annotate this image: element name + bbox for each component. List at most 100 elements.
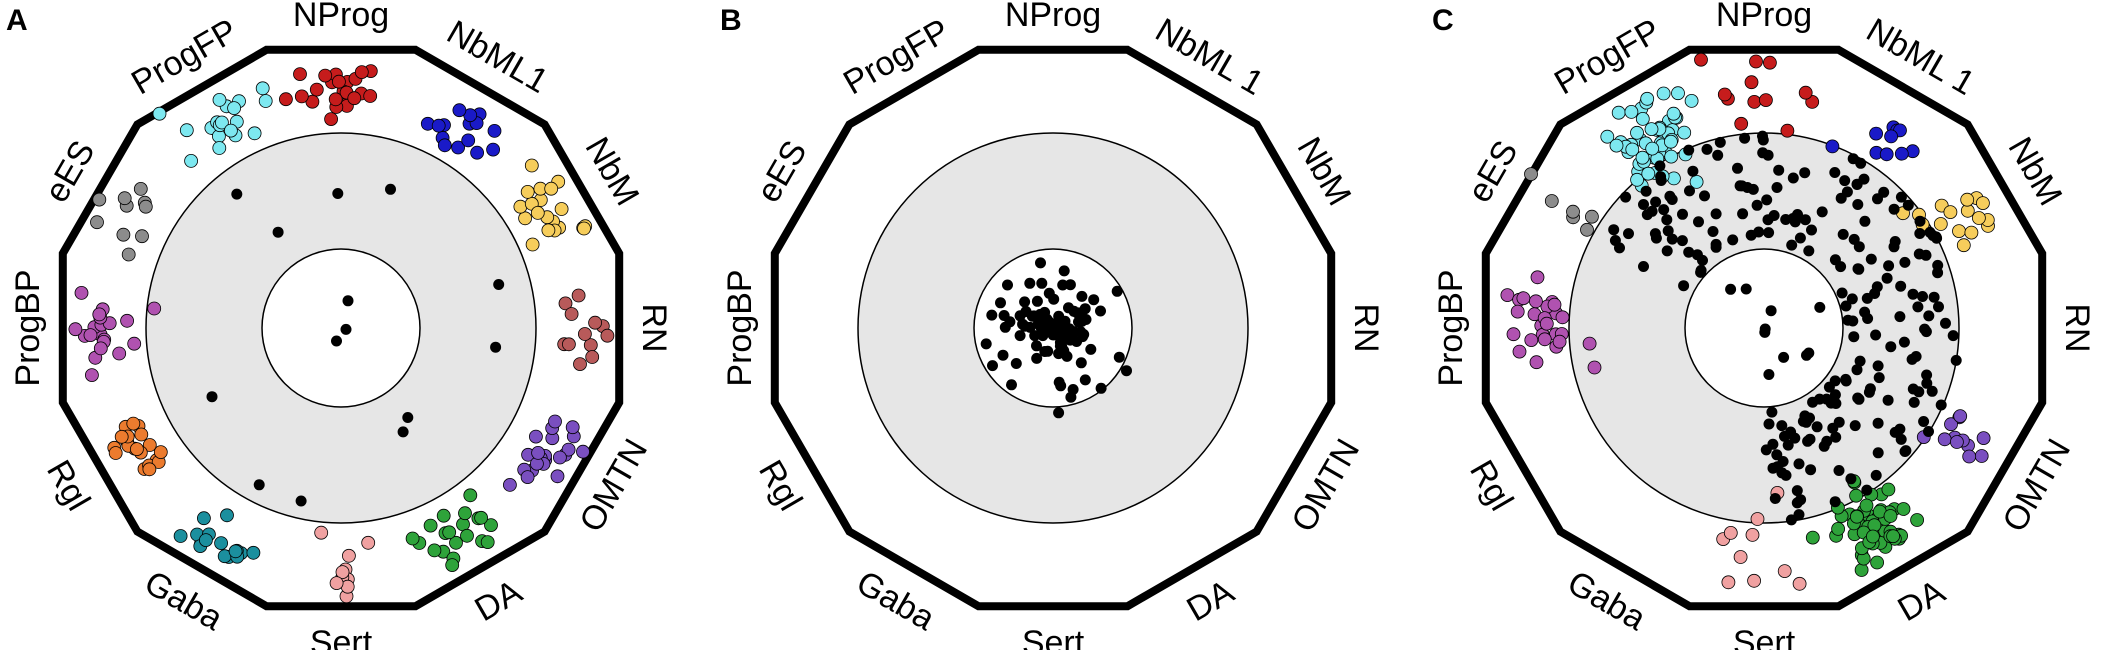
data-point-center <box>1848 331 1860 343</box>
data-point-center <box>1113 351 1125 363</box>
data-point-center <box>1763 227 1775 239</box>
data-point-center <box>1684 185 1695 197</box>
data-point-center <box>1766 406 1778 418</box>
data-point-nprog <box>1717 87 1732 102</box>
data-point-center <box>1791 485 1803 497</box>
data-point-center <box>1791 497 1803 509</box>
data-point-center <box>1894 311 1906 323</box>
data-point-da <box>1850 509 1864 524</box>
data-point-center <box>1039 346 1051 357</box>
data-point-center <box>1803 245 1815 257</box>
data-point-center <box>1047 329 1059 341</box>
data-point-da <box>1910 513 1924 527</box>
data-point-center <box>1031 340 1042 352</box>
data-point-center <box>1763 418 1775 430</box>
data-point-center <box>1053 348 1065 360</box>
radar-outline <box>1481 45 2047 611</box>
data-point-center <box>1071 336 1083 347</box>
data-point-center <box>1739 132 1751 144</box>
data-point-center <box>1067 384 1079 395</box>
data-point-center <box>1650 196 1662 208</box>
axis-label-nbml1: NbML 1 <box>1860 11 1981 103</box>
data-point-center <box>1806 224 1817 236</box>
axis-label-rn: RN <box>635 303 673 352</box>
data-point-center <box>1075 357 1087 369</box>
data-point-ees <box>121 247 136 262</box>
data-point-progfp <box>1635 112 1650 126</box>
data-point-center <box>1919 323 1931 335</box>
data-point-progfp <box>247 126 262 141</box>
data-point-omtn <box>529 429 543 444</box>
data-point-progbp <box>1529 355 1544 370</box>
data-point-ees <box>1580 222 1594 237</box>
data-point-center <box>1787 213 1799 224</box>
axis-label-rgl: Rgl <box>751 454 809 517</box>
data-point-center <box>1031 295 1043 307</box>
axis-label-rn: RN <box>2058 303 2096 352</box>
data-point-da <box>484 518 498 532</box>
data-point-center <box>1765 305 1777 317</box>
data-point-center <box>1064 279 1076 291</box>
data-point-center <box>1852 199 1864 210</box>
data-point-rgl <box>129 442 144 457</box>
data-point-nprog <box>1763 55 1777 70</box>
data-point-center <box>1906 353 1918 365</box>
data-point-omtn <box>1953 409 1968 424</box>
data-point-center <box>1640 185 1652 197</box>
data-point-center <box>1085 343 1097 355</box>
data-point-center <box>1111 285 1123 297</box>
axis-label-nbml1: NbML 1 <box>1149 11 1270 103</box>
data-point-center <box>1864 383 1876 395</box>
data-point-center <box>1811 421 1823 433</box>
data-point-nprog <box>309 82 324 97</box>
data-point-nbm <box>524 158 539 173</box>
data-point-progbp <box>92 307 107 322</box>
data-point-center <box>1861 484 1873 496</box>
axis-label-omtn: OMTN <box>1995 433 2078 539</box>
data-point-progbp <box>147 301 162 316</box>
data-point-progfp <box>212 93 227 107</box>
data-point-center <box>1695 264 1707 276</box>
data-point-center <box>1019 320 1031 332</box>
data-point-center <box>342 295 354 307</box>
data-point-da <box>427 543 442 558</box>
data-point-center <box>1655 171 1667 183</box>
data-point-center <box>1763 369 1775 380</box>
data-point-nbm <box>1933 217 1948 231</box>
data-point-nbml1 <box>1879 147 1894 162</box>
data-point-center <box>1829 375 1841 387</box>
data-point-center <box>1849 420 1861 432</box>
axis-label-da: DA <box>1181 572 1241 629</box>
data-point-center <box>1907 383 1919 395</box>
data-point-progfp <box>223 123 238 138</box>
data-point-nbml1 <box>487 123 502 138</box>
data-point-progbp <box>74 285 89 300</box>
data-point-center <box>1950 354 1962 366</box>
data-point-center <box>1872 360 1884 372</box>
data-point-center <box>1907 288 1919 300</box>
data-point-rgl <box>126 416 141 431</box>
data-point-progbp <box>1587 360 1602 375</box>
data-point-center <box>1888 203 1900 215</box>
data-point-da <box>1886 529 1900 544</box>
data-point-center <box>1872 447 1884 459</box>
data-point-center <box>1854 355 1866 367</box>
data-point-center <box>1691 249 1703 261</box>
data-point-da <box>1870 555 1884 570</box>
data-point-center <box>1121 365 1132 377</box>
data-point-progfp <box>1664 134 1678 149</box>
data-point-rn <box>562 337 576 352</box>
data-point-center <box>1019 296 1031 308</box>
data-point-center <box>1814 301 1826 313</box>
data-point-center <box>1920 249 1932 261</box>
data-point-nbml1 <box>452 103 467 118</box>
data-point-center <box>1839 175 1851 187</box>
data-point-progbp <box>112 346 127 361</box>
data-point-center <box>1800 416 1812 428</box>
data-point-progfp <box>1625 142 1640 157</box>
data-point-sert <box>341 548 356 563</box>
data-point-center <box>1853 263 1865 275</box>
data-point-ees <box>138 199 153 214</box>
data-point-center <box>1782 439 1794 451</box>
data-point-nbml1 <box>1894 146 1909 161</box>
